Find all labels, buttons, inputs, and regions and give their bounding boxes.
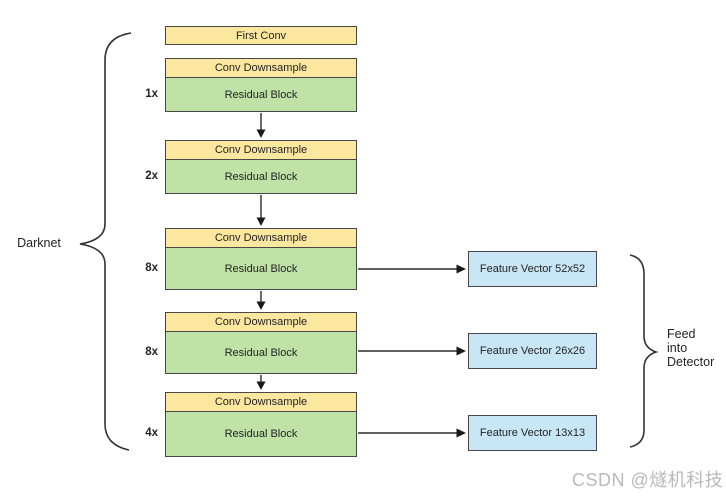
feature-vector-box-52x52: Feature Vector 52x52 xyxy=(468,251,597,287)
feed-into-detector-label: Feed into Detector xyxy=(667,327,715,369)
flow-arrow-down-1 xyxy=(256,113,266,138)
multiplier-label-3: 8x xyxy=(145,262,158,274)
residual-block-body: Residual Block xyxy=(224,88,298,101)
stage-block-1: Conv Downsample Residual Block xyxy=(165,58,357,112)
multiplier-label-5: 4x xyxy=(145,427,158,439)
feature-vector-label: Feature Vector 52x52 xyxy=(479,263,586,275)
feature-arrow-2 xyxy=(358,346,466,356)
feature-vector-label: Feature Vector 13x13 xyxy=(479,427,586,439)
darknet-label: Darknet xyxy=(17,236,61,250)
flow-arrow-down-4 xyxy=(256,375,266,390)
residual-block-body: Residual Block xyxy=(224,428,298,440)
feature-arrow-3 xyxy=(358,428,466,438)
conv-downsample-header: Conv Downsample xyxy=(166,313,356,332)
csdn-watermark: CSDN @燧机科技 xyxy=(572,470,724,490)
flow-arrow-down-3 xyxy=(256,291,266,310)
feature-vector-box-26x26: Feature Vector 26x26 xyxy=(468,333,597,369)
residual-block-body: Residual Block xyxy=(224,346,298,359)
first-conv-box: First Conv xyxy=(165,26,357,45)
stage-block-3: Conv Downsample Residual Block xyxy=(165,228,357,290)
conv-downsample-header: Conv Downsample xyxy=(166,229,356,248)
residual-block-body: Residual Block xyxy=(224,262,298,275)
feature-vector-label: Feature Vector 26x26 xyxy=(479,345,586,357)
multiplier-label-2: 2x xyxy=(145,170,158,182)
stage-block-2: Conv Downsample Residual Block xyxy=(165,140,357,194)
feature-vector-box-13x13: Feature Vector 13x13 xyxy=(468,415,597,451)
multiplier-label-4: 8x xyxy=(145,346,158,358)
conv-downsample-header: Conv Downsample xyxy=(166,59,356,78)
stage-block-4: Conv Downsample Residual Block xyxy=(165,312,357,374)
conv-downsample-header: Conv Downsample xyxy=(166,393,356,412)
stage-block-5: Conv Downsample Residual Block xyxy=(165,392,357,457)
flow-arrow-down-2 xyxy=(256,195,266,226)
detector-brace xyxy=(629,254,659,448)
multiplier-label-1: 1x xyxy=(145,88,158,100)
first-conv-label: First Conv xyxy=(235,29,287,42)
residual-block-body: Residual Block xyxy=(224,170,298,183)
conv-downsample-header: Conv Downsample xyxy=(166,141,356,160)
feature-arrow-1 xyxy=(358,264,466,274)
